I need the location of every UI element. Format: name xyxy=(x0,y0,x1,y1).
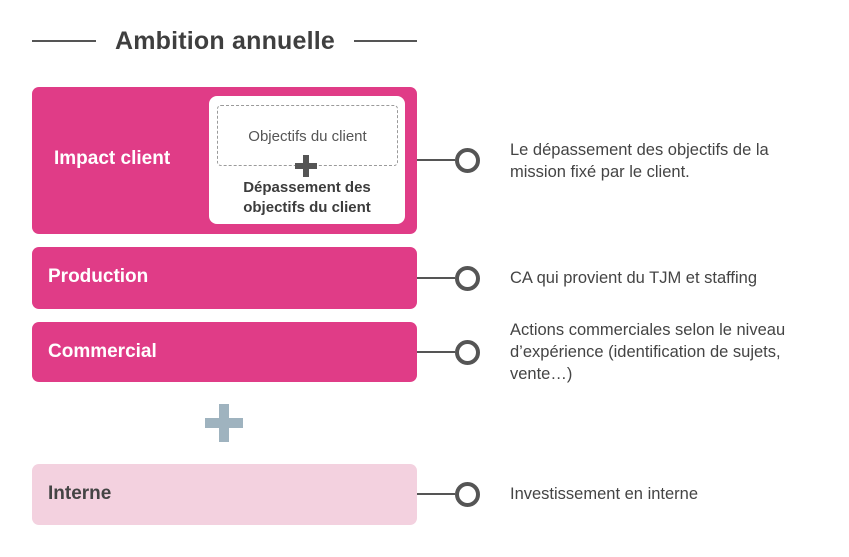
description-production: CA qui provient du TJM et staffing xyxy=(510,269,758,287)
category-production: Production xyxy=(32,247,417,309)
connector-line xyxy=(417,493,455,495)
plus-icon xyxy=(295,155,317,177)
title-line-left xyxy=(32,40,96,42)
client-objectives-label: Objectifs du client xyxy=(248,128,367,145)
category-label: Commercial xyxy=(48,341,157,362)
connector-line xyxy=(417,159,455,161)
objectives-panel: Objectifs du client Dépassement des obje… xyxy=(209,96,405,224)
title-line-right xyxy=(354,40,417,42)
connector-line xyxy=(417,277,455,279)
ring-icon xyxy=(455,482,480,507)
category-label: Production xyxy=(48,266,149,287)
plus-icon xyxy=(205,404,243,442)
description-impact-client: Le dépassement des objectifs de la missi… xyxy=(510,141,769,181)
ring-icon xyxy=(455,266,480,291)
connector-line xyxy=(417,351,455,353)
page-title: Ambition annuelle xyxy=(114,27,336,55)
category-label: Interne xyxy=(48,483,112,504)
category-label: Impact client xyxy=(54,148,171,169)
category-commercial: Commercial xyxy=(32,322,417,382)
category-impact-client: Impact client Objectifs du client Dépass… xyxy=(32,87,417,234)
description-interne: Investissement en interne xyxy=(510,485,699,503)
ring-icon xyxy=(455,340,480,365)
category-interne: Interne xyxy=(32,464,417,525)
exceed-objectives-label: Dépassement des objectifs du client xyxy=(243,179,371,216)
description-commercial: Actions commerciales selon le niveau d’e… xyxy=(510,321,786,383)
ring-icon xyxy=(455,148,480,173)
